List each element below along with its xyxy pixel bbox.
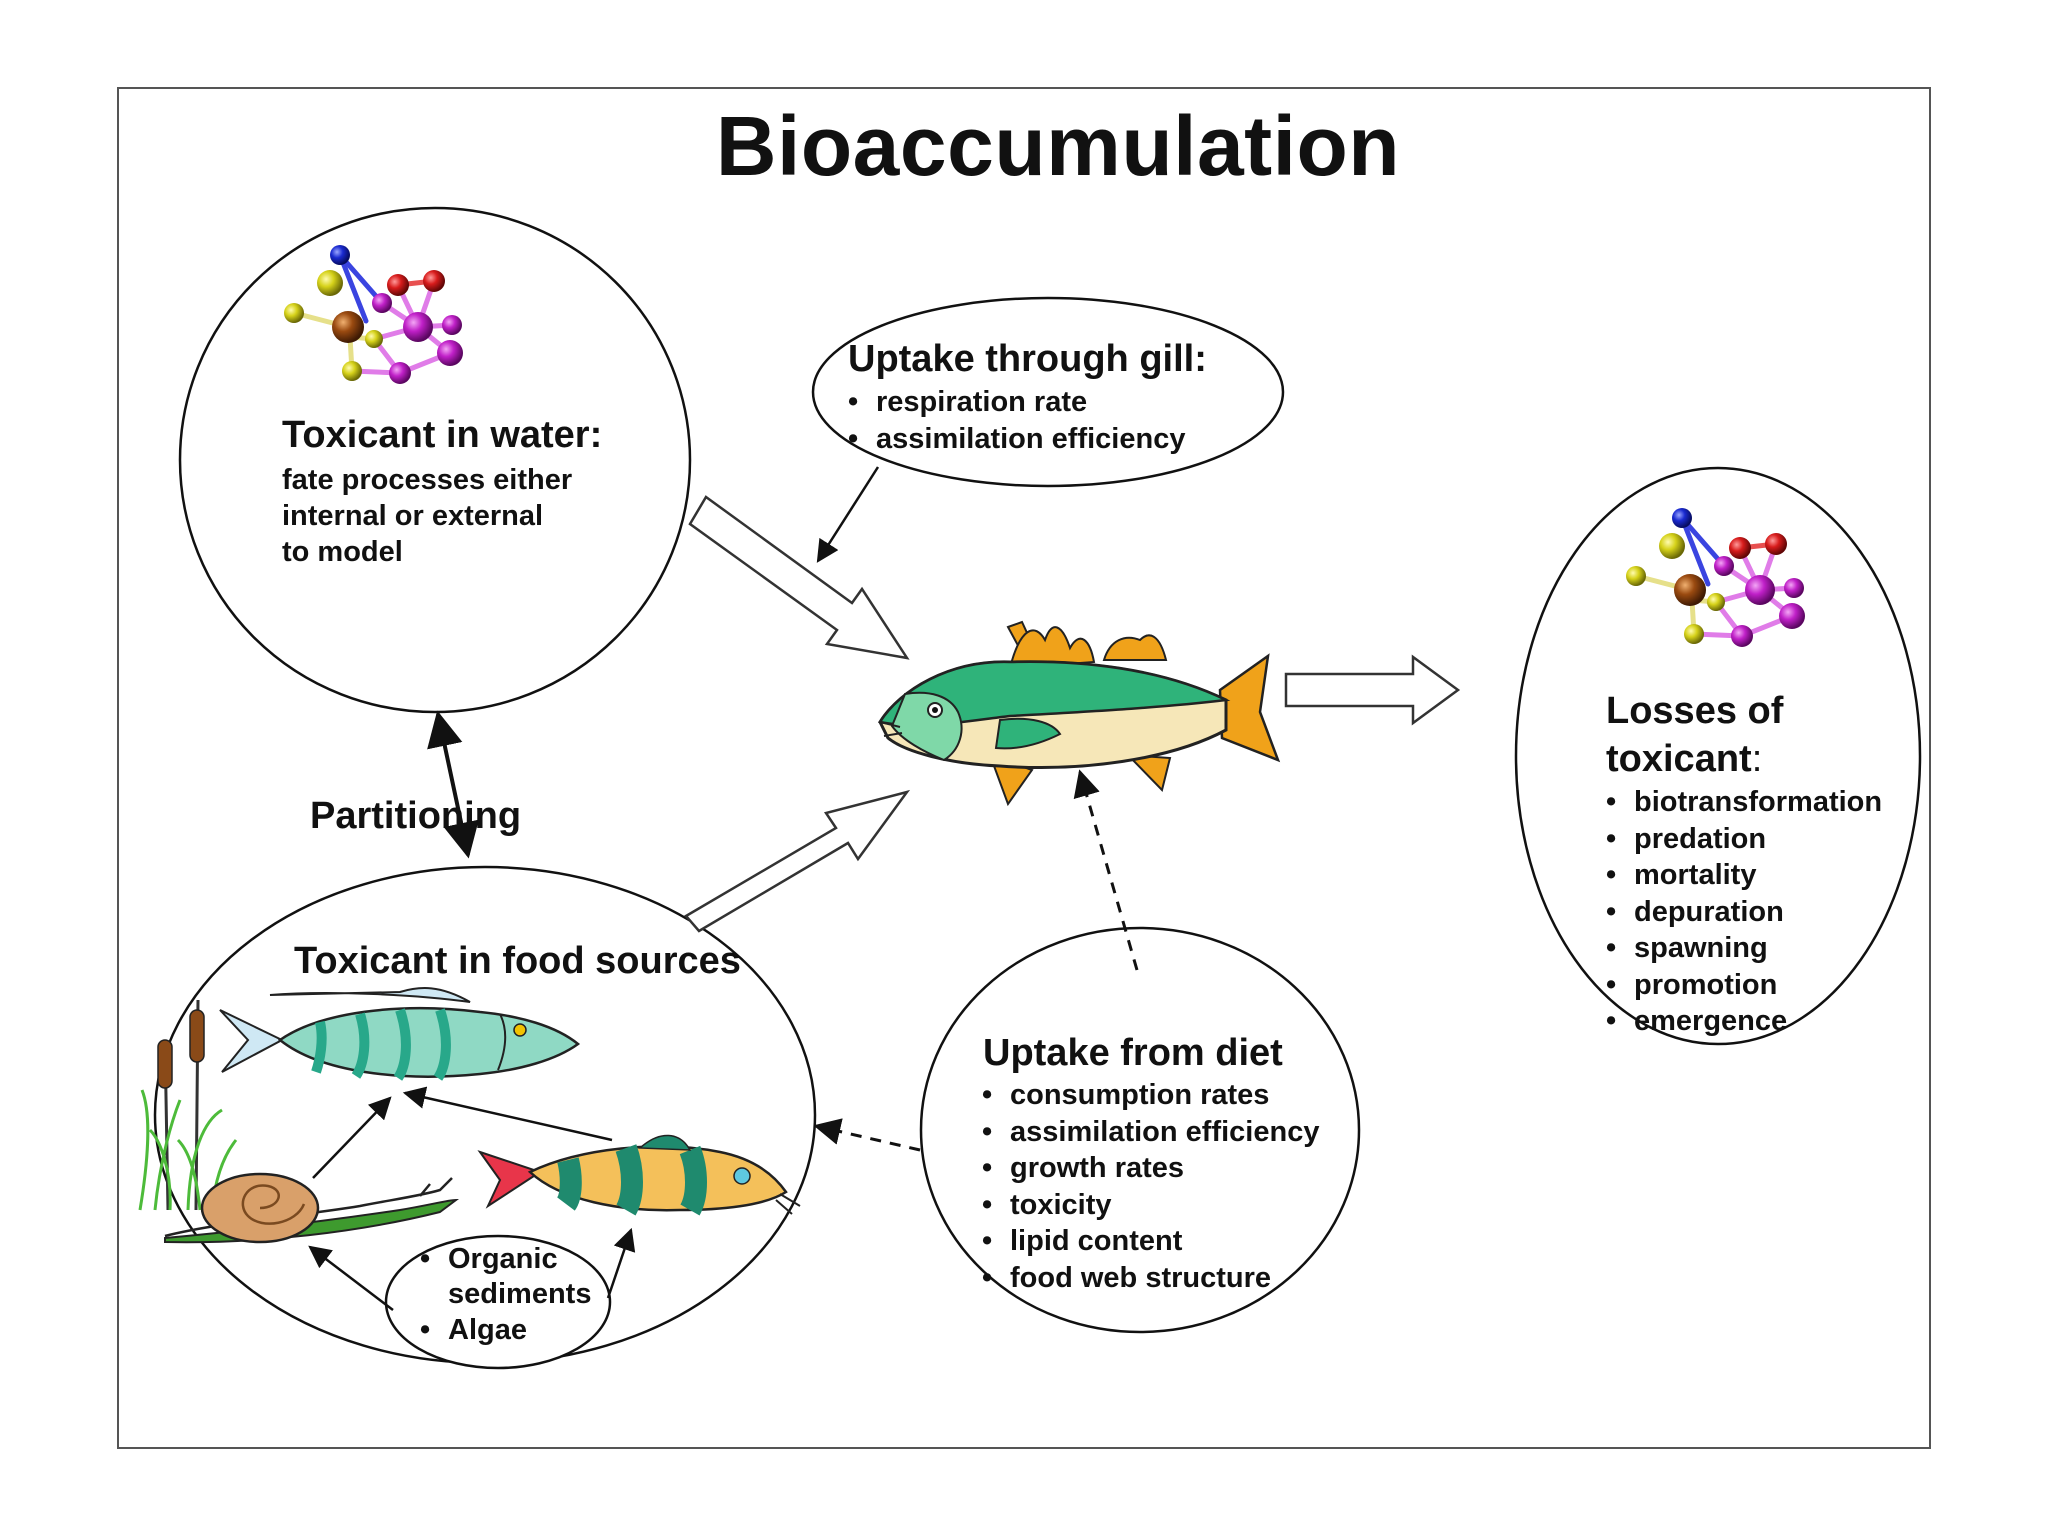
page-title: Bioaccumulation — [715, 99, 1401, 193]
diet-list: consumption rates assimilation efficienc… — [982, 1077, 1319, 1296]
food-base-list: Organic sediments Algae — [420, 1242, 598, 1349]
water-line: internal or external — [282, 500, 544, 532]
cattail-plants-icon — [138, 999, 238, 1211]
gill-item: assimilation efficiency — [848, 421, 1185, 458]
diet-to-food-dashed-arrow — [813, 1118, 921, 1152]
losses-item: emergence — [1606, 1003, 1882, 1040]
diet-item: toxicity — [982, 1187, 1319, 1224]
diet-item: growth rates — [982, 1150, 1319, 1187]
losses-heading-word: toxicant — [1606, 738, 1752, 780]
water-description: fate processes either internal or extern… — [282, 462, 572, 570]
diet-item: assimilation efficiency — [982, 1114, 1319, 1151]
gill-list: respiration rate assimilation efficiency — [848, 384, 1185, 457]
losses-item: biotransformation — [1606, 784, 1882, 821]
gill-ellipse — [811, 296, 1285, 488]
snail-to-fish-arrow — [312, 1096, 392, 1179]
food-base-item: Organic sediments — [420, 1242, 598, 1312]
water-line: fate processes either — [282, 464, 573, 496]
prey-fish-icon — [219, 987, 581, 1081]
diet-item: food web structure — [982, 1260, 1319, 1297]
loach-fish-icon — [477, 1134, 801, 1216]
water-line: to model — [282, 536, 403, 568]
losses-heading-line1: Losses of — [1606, 690, 1784, 732]
losses-item: promotion — [1606, 967, 1882, 1004]
gill-heading: Uptake through gill: — [848, 338, 1207, 380]
snail-icon — [164, 1172, 460, 1244]
loach-to-fish-arrow — [402, 1086, 613, 1142]
food-to-fish-arrow — [684, 789, 911, 933]
losses-list: biotransformation predation mortality de… — [1606, 784, 1882, 1040]
losses-heading-colon: : — [1751, 738, 1763, 780]
gill-uptake-arrow — [816, 466, 880, 563]
losses-item: predation — [1606, 821, 1882, 858]
losses-item: mortality — [1606, 857, 1882, 894]
fish-icon — [877, 620, 1281, 807]
fish-to-losses-arrow — [1284, 654, 1461, 726]
food-base-item: Algae — [420, 1312, 598, 1349]
diet-item: lipid content — [982, 1223, 1319, 1260]
losses-ellipse — [1514, 466, 1922, 1046]
sediment-to-snail-arrow — [308, 1245, 394, 1311]
diet-to-fish-dashed-arrow — [1073, 769, 1139, 971]
sediment-to-loach-arrow — [606, 1227, 636, 1299]
gill-item: respiration rate — [848, 384, 1185, 421]
water-heading: Toxicant in water: — [282, 414, 603, 456]
diet-item: consumption rates — [982, 1077, 1319, 1114]
partitioning-label: Partitioning — [310, 795, 522, 837]
water-to-fish-arrow — [688, 495, 910, 660]
losses-item: depuration — [1606, 894, 1882, 931]
losses-heading-line2: toxicant: — [1606, 738, 1762, 781]
partitioning-arrow — [427, 710, 479, 859]
losses-item: spawning — [1606, 930, 1882, 967]
food-heading: Toxicant in food sources — [294, 940, 741, 982]
diet-circle — [919, 926, 1361, 1334]
diet-heading: Uptake from diet — [983, 1032, 1283, 1074]
